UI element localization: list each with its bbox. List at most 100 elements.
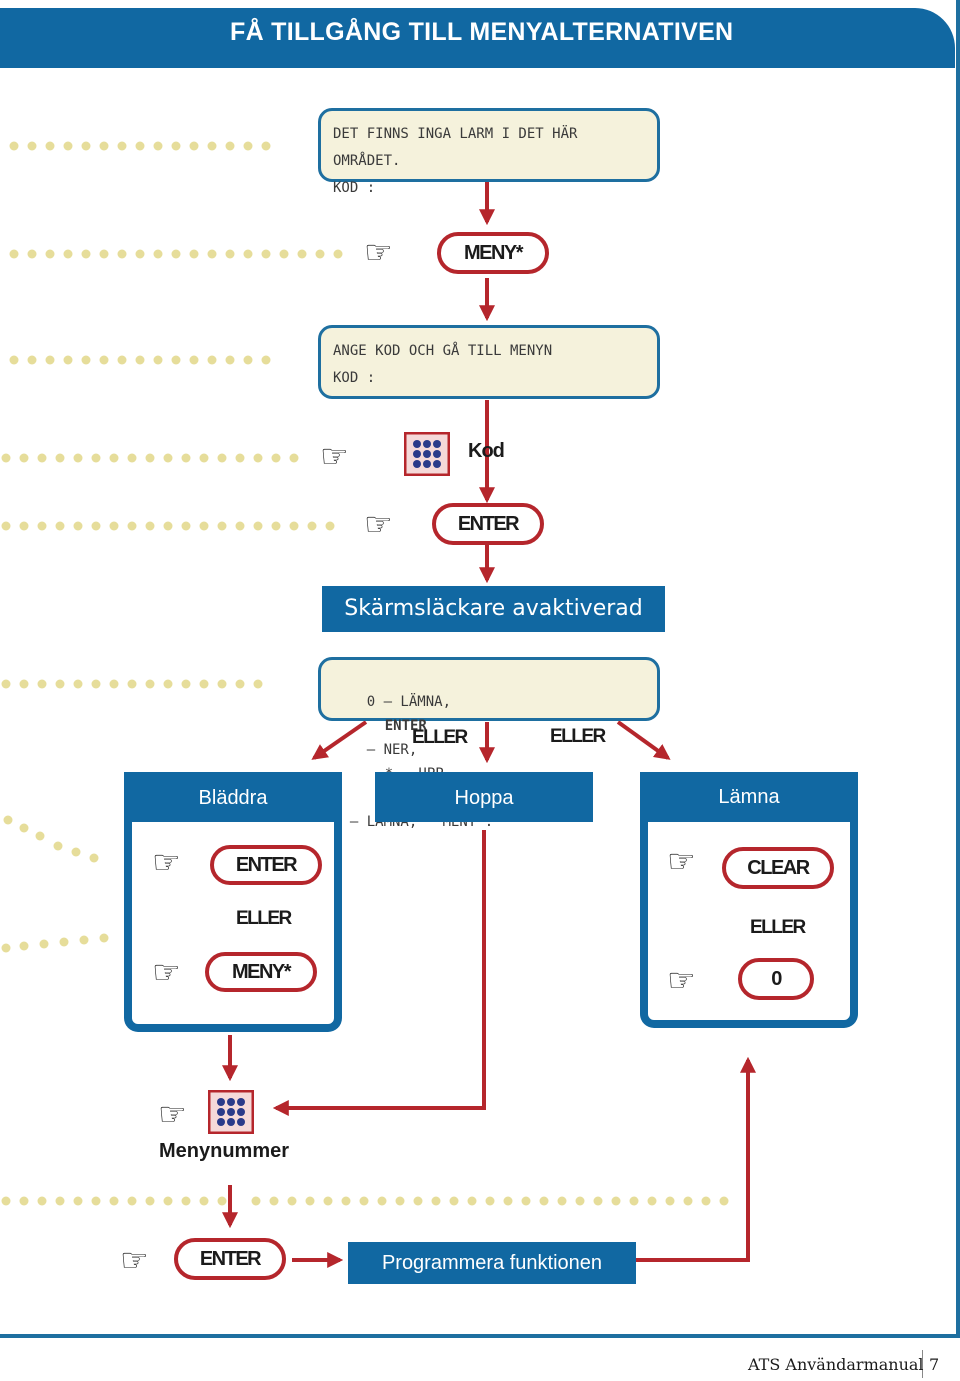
guide-dot: [217, 521, 227, 531]
guide-dot: [611, 1196, 621, 1206]
zero-key[interactable]: 0: [738, 958, 814, 1000]
page-frame: [0, 0, 960, 1338]
guide-dot: [575, 1196, 585, 1206]
guide-dot: [27, 249, 37, 259]
lcd-line-1: DET FINNS INGA LARM I DET HÄR OMRÅDET.: [333, 126, 578, 169]
guide-dot: [683, 1196, 693, 1206]
guide-dot: [243, 141, 253, 151]
program-function-box: Programmera funktionen: [348, 1242, 636, 1284]
guide-dot: [55, 679, 65, 689]
keypad-icon[interactable]: [403, 431, 451, 477]
kod-label: Kod: [468, 440, 505, 462]
guide-dot: [305, 1196, 315, 1206]
guide-dot: [1, 1196, 11, 1206]
guide-dot: [163, 453, 173, 463]
guide-dot: [181, 453, 191, 463]
footer-manual-title: ATS Användarmanual: [748, 1355, 924, 1374]
guide-dot: [19, 1196, 29, 1206]
guide-dot: [359, 1196, 369, 1206]
guide-dot: [153, 141, 163, 151]
page-number: 7: [929, 1355, 940, 1374]
guide-dot: [243, 249, 253, 259]
guide-dot: [117, 355, 127, 365]
lcd-enter-text: ENTER: [384, 718, 427, 734]
lcd-display-no-alarms: DET FINNS INGA LARM I DET HÄR OMRÅDET. K…: [318, 108, 660, 196]
guide-dot: [153, 355, 163, 365]
pointing-hand-icon: ☞: [152, 843, 181, 881]
screensaver-disabled-banner: Skärmsläckare avaktiverad: [322, 586, 665, 632]
meny-key[interactable]: MENY*: [205, 952, 317, 992]
footer-divider: [922, 1350, 923, 1378]
guide-dot: [135, 355, 145, 365]
guide-dot: [27, 141, 37, 151]
guide-dot: [189, 355, 199, 365]
guide-dot: [39, 939, 49, 949]
guide-dot: [261, 249, 271, 259]
guide-dot: [45, 355, 55, 365]
guide-dot: [37, 453, 47, 463]
guide-dot: [45, 141, 55, 151]
guide-dot: [261, 141, 271, 151]
guide-dot: [91, 521, 101, 531]
enter-key[interactable]: ENTER: [174, 1238, 286, 1280]
guide-dot: [45, 249, 55, 259]
guide-dot: [27, 355, 37, 365]
pointing-hand-icon: ☞: [120, 1241, 149, 1279]
guide-dot: [9, 355, 19, 365]
menu-number-label: Menynummer: [159, 1140, 290, 1162]
guide-dot: [395, 1196, 405, 1206]
lcd-text: – NER,: [366, 742, 418, 758]
enter-key[interactable]: ENTER: [210, 845, 322, 885]
guide-dot: [665, 1196, 675, 1206]
exit-option: Lämna: [640, 772, 858, 822]
guide-dot: [127, 453, 137, 463]
guide-dot: [127, 521, 137, 531]
guide-dot: [325, 521, 335, 531]
guide-dot: [19, 941, 29, 951]
pointing-hand-icon: ☞: [158, 1095, 187, 1133]
guide-dot: [1, 943, 11, 953]
pointing-hand-icon: ☞: [667, 842, 696, 880]
guide-dot: [217, 453, 227, 463]
lcd-line-2: KOD :: [333, 370, 376, 386]
guide-dot: [1, 679, 11, 689]
guide-dot: [207, 355, 217, 365]
clear-key[interactable]: CLEAR: [722, 847, 834, 889]
guide-dot: [485, 1196, 495, 1206]
enter-key[interactable]: ENTER: [432, 503, 544, 545]
guide-dot: [199, 521, 209, 531]
guide-dot: [181, 679, 191, 689]
guide-dot: [189, 249, 199, 259]
guide-dot: [279, 249, 289, 259]
guide-dot: [91, 679, 101, 689]
guide-dot: [163, 1196, 173, 1206]
guide-dot: [81, 141, 91, 151]
guide-dot: [1, 521, 11, 531]
guide-dot: [217, 1196, 227, 1206]
guide-dot: [413, 1196, 423, 1206]
guide-dot: [79, 935, 89, 945]
guide-dot: [235, 453, 245, 463]
guide-dot: [63, 141, 73, 151]
guide-dot: [207, 249, 217, 259]
guide-dot: [127, 1196, 137, 1206]
guide-dot: [19, 679, 29, 689]
keypad-icon[interactable]: [207, 1089, 255, 1135]
guide-dot: [207, 141, 217, 151]
guide-dot: [59, 937, 69, 947]
pointing-hand-icon: ☞: [152, 953, 181, 991]
guide-dot: [99, 933, 109, 943]
guide-dot: [243, 355, 253, 365]
guide-dot: [467, 1196, 477, 1206]
guide-dot: [189, 141, 199, 151]
guide-dot: [153, 249, 163, 259]
meny-key[interactable]: MENY*: [437, 232, 549, 274]
guide-dot: [271, 453, 281, 463]
lcd-line-2: KOD :: [333, 180, 376, 196]
guide-dot: [109, 1196, 119, 1206]
pointing-hand-icon: ☞: [667, 961, 696, 999]
guide-dot: [199, 1196, 209, 1206]
title-bar: [0, 8, 955, 68]
guide-dot: [171, 355, 181, 365]
guide-dot: [315, 249, 325, 259]
